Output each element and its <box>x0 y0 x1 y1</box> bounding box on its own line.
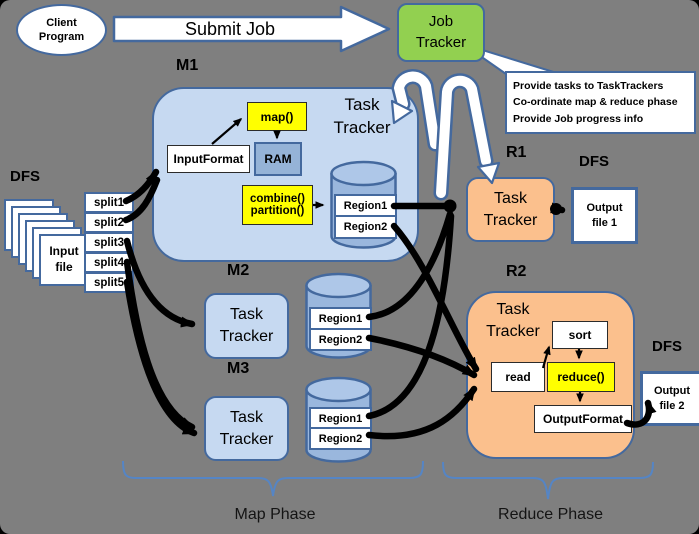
m3-task-tracker-node: Task Tracker <box>204 396 289 461</box>
map-function-box: map() <box>247 102 307 131</box>
dfs-label-r1: DFS <box>579 153 609 170</box>
reduce-function-box: reduce() <box>547 362 615 392</box>
job-tracker-node: Job Tracker <box>397 3 485 62</box>
read-box: read <box>491 362 545 392</box>
input-file-label-1: Input <box>49 244 79 259</box>
phase-braces <box>122 460 654 500</box>
m2-task-tracker-node: Task Tracker <box>204 293 289 359</box>
reduce-phase-label: Reduce Phase <box>498 506 603 523</box>
client-program-node: Client Program <box>16 4 107 56</box>
m2-label: M2 <box>227 262 250 279</box>
m2-region2-box: Region2 <box>309 328 372 351</box>
outputformat-box: OutputFormat <box>534 405 632 433</box>
map-phase-label: Map Phase <box>234 506 316 523</box>
inputformat-box: InputFormat <box>167 145 250 173</box>
m1-region2-box: Region2 <box>334 215 397 239</box>
m3-region2-box: Region2 <box>309 427 372 450</box>
input-file-label-2: file <box>55 260 73 274</box>
dfs-label-left: DFS <box>10 168 40 185</box>
jobtracker-callout: Provide tasks to TaskTrackers Co-ordinat… <box>505 71 696 134</box>
dfs-label-r2: DFS <box>652 338 682 355</box>
combine-partition-box: combine() partition() <box>242 185 313 225</box>
ram-box: RAM <box>254 142 302 176</box>
r1-merge-dot <box>443 199 457 213</box>
m1-region1-box: Region1 <box>334 194 397 218</box>
submit-job-label: Submit Job <box>184 19 276 39</box>
split4-node: split4 <box>84 252 134 273</box>
sort-box: sort <box>552 321 608 349</box>
split5-node: split5 <box>84 272 134 293</box>
output-file-1-node: Output file 1 <box>571 187 638 244</box>
r2-label: R2 <box>506 263 527 280</box>
split3-node: split3 <box>84 232 134 253</box>
split1-node: split1 <box>84 192 134 213</box>
r1-task-tracker-node: Task Tracker <box>466 177 555 242</box>
input-file-node: Input file <box>39 234 89 286</box>
m1-label: M1 <box>176 57 199 74</box>
client-label-1: Client <box>46 16 77 29</box>
client-label-2: Program <box>38 31 85 43</box>
r2-task-tracker-label: Task Tracker <box>486 301 540 340</box>
split2-node: split2 <box>84 212 134 233</box>
r1-label: R1 <box>506 144 527 161</box>
output-file-2-node: Output file 2 <box>640 371 699 426</box>
m1-task-tracker-label: Task Tracker <box>333 95 391 137</box>
m3-label: M3 <box>227 360 250 377</box>
